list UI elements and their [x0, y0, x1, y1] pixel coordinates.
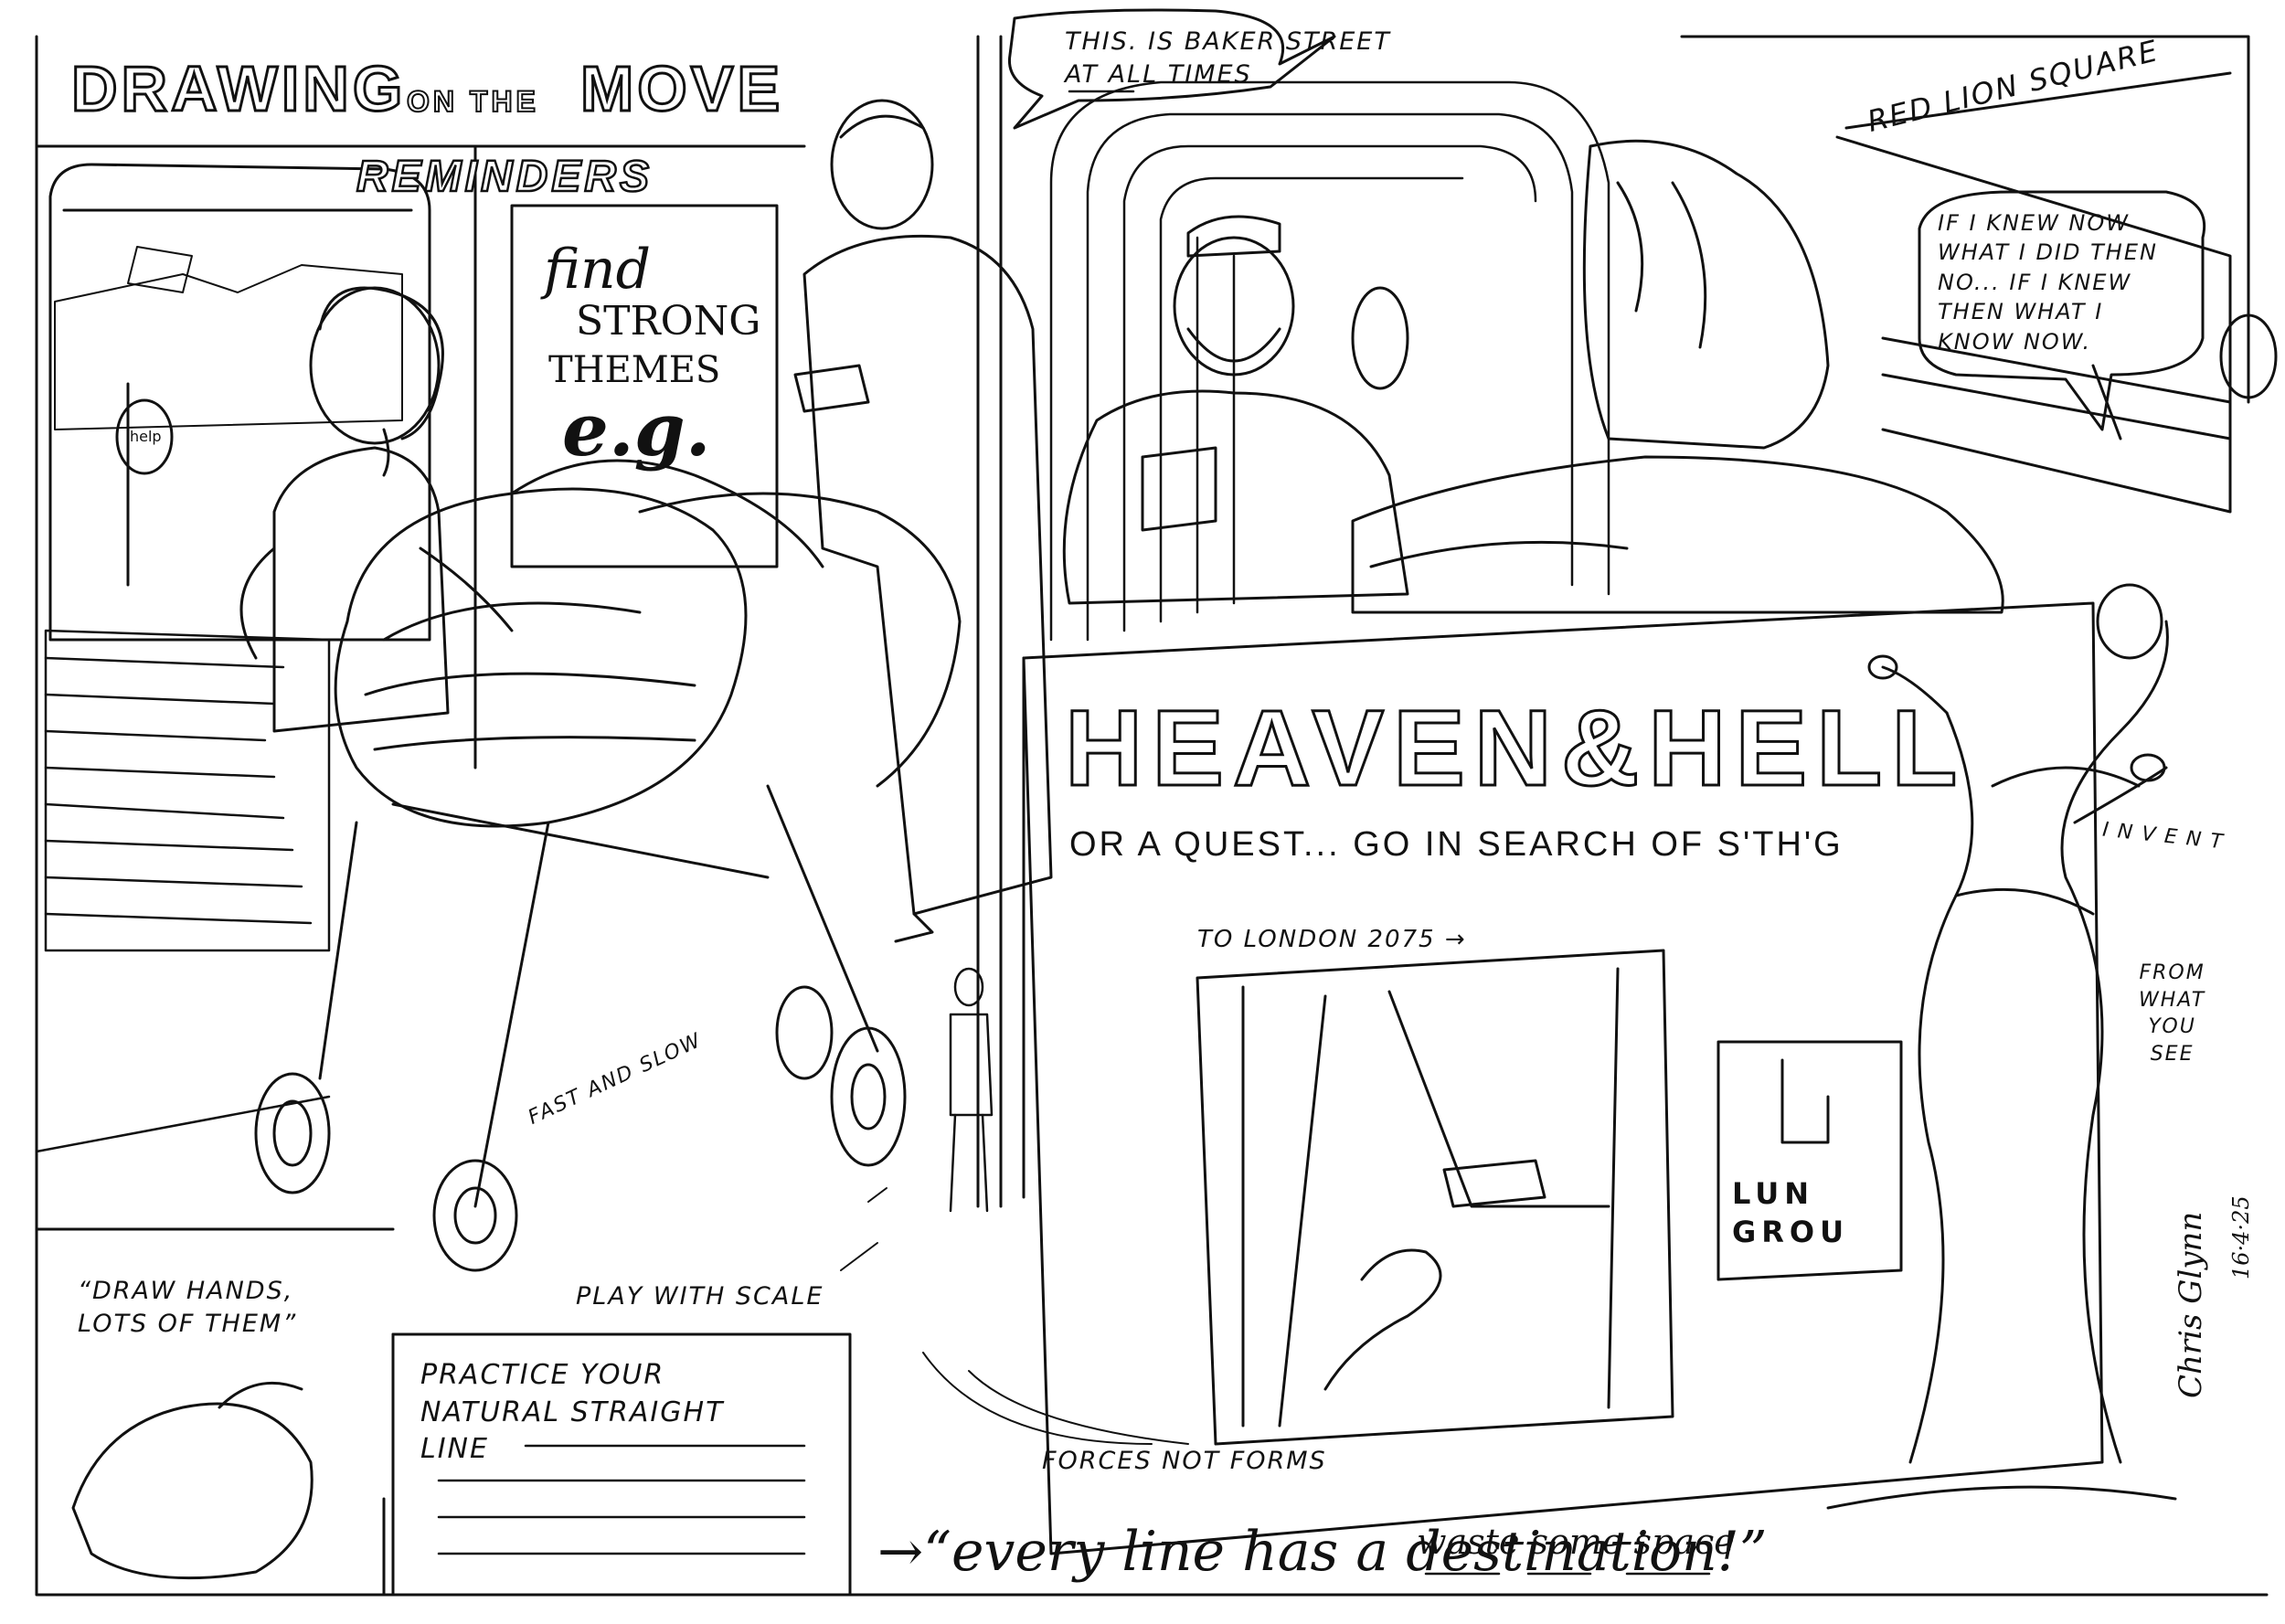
bearded-man — [1064, 217, 1408, 603]
note-forces-not-forms: FORCES NOT FORMS — [1042, 1447, 1327, 1475]
themes-panel — [475, 146, 777, 768]
grab-pole — [978, 37, 1001, 1206]
lund-sign-line2: GROU — [1732, 1215, 1850, 1249]
title-on-the: ON THE — [406, 85, 539, 118]
note-draw-hands: “DRAW HANDS, LOTS OF THEM” — [78, 1277, 298, 1339]
themes-eg: e.g. — [562, 387, 711, 472]
heaven-hell-subtitle: OR A QUEST... GO IN SEARCH OF S'TH'G — [1069, 825, 1844, 864]
tiny-person — [951, 969, 992, 1211]
themes-find: find — [544, 238, 652, 302]
tunnel-arches — [1051, 82, 1609, 640]
page-frame — [37, 37, 2267, 1595]
title-reminders: REMINDERS — [356, 153, 654, 201]
standing-man — [795, 101, 1051, 941]
baker-street-speech: THIS. IS BAKER STREET AT ALL TIMES — [1065, 27, 1391, 90]
large-figure — [1353, 141, 2003, 612]
to-london-sign: TO LONDON 2075 → — [1197, 926, 1467, 953]
station-window — [1682, 37, 2276, 512]
note-every-line: →“every line has a destination!” — [877, 1520, 1768, 1584]
pram — [256, 461, 960, 1270]
note-play-with-scale: PLAY WITH SCALE — [576, 1282, 824, 1311]
knew-now-speech: IF I KNEW NOW WHAT I DID THEN NO... IF I… — [1938, 210, 2158, 355]
note-waste-some-space: waste some space — [1417, 1522, 1735, 1562]
train-window — [50, 165, 430, 640]
help-sign-icon — [117, 400, 172, 473]
practice-lines — [439, 1446, 804, 1554]
woman-figure — [241, 288, 512, 731]
doorway-scene — [1197, 950, 1901, 1444]
heaven-hell-title: HEAVEN&HELL — [1063, 688, 1967, 809]
hands-sketch — [73, 1383, 384, 1595]
themes-strong: STRONG — [576, 298, 761, 345]
heaven-hell-box — [1024, 603, 2102, 1554]
note-from-what-you-see: FROM WHAT YOU SEE — [2139, 961, 2206, 1067]
motion-lines — [841, 1188, 1188, 1444]
twisted-tree — [1828, 585, 2175, 1508]
artist-signature: Chris Glynn — [2173, 1211, 2209, 1398]
signature-date: 16·4·25 — [2228, 1195, 2254, 1279]
striped-seat — [37, 631, 329, 1152]
lund-sign-line1: LUN — [1732, 1176, 1815, 1211]
title-drawing: DRAWING — [69, 53, 407, 124]
underline-marks — [1069, 91, 1709, 1574]
help-sign-label: help — [130, 428, 162, 445]
note-practice-line: PRACTICE YOUR NATURAL STRAIGHT LINE — [420, 1359, 725, 1465]
title-move: MOVE — [579, 53, 784, 124]
themes-themes: THEMES — [548, 349, 721, 391]
practice-box — [393, 1334, 850, 1595]
speech-bubbles — [1009, 10, 2204, 430]
